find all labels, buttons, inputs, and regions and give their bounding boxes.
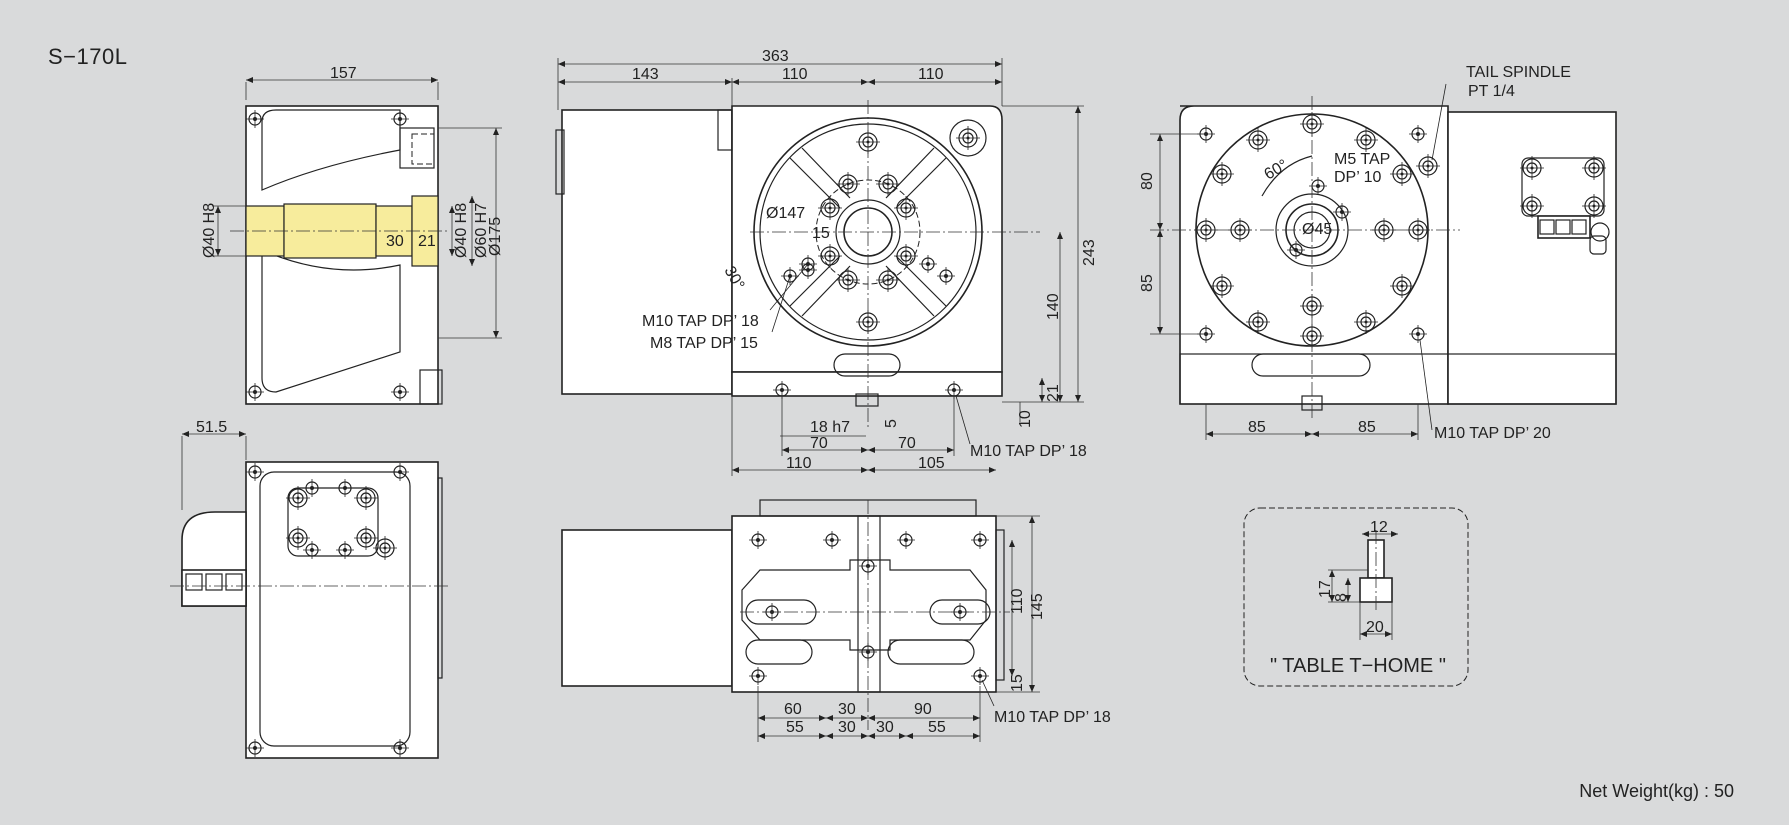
dim-dia60h7: Ø60 H7: [473, 203, 490, 258]
table-t-home: 12 17 8 20 " TABLE T−HOME ": [1243, 507, 1469, 687]
dim-140: 140: [1045, 293, 1062, 320]
dim-157: 157: [330, 65, 357, 82]
rear-view: TAIL SPINDLE PT 1/4 60° M5 TAP DP’ 10 Ø4…: [1139, 64, 1617, 442]
dim-55-right: 55: [928, 719, 946, 736]
dim-363: 363: [762, 48, 789, 65]
dim-110-top-view: 110: [1009, 588, 1026, 614]
dim-70-left: 70: [810, 435, 828, 452]
dim-30: 30: [386, 233, 404, 250]
dim-5: 5: [883, 419, 900, 428]
label-pt-1-4: PT 1/4: [1468, 83, 1515, 100]
callout-m10-tap-18: M10 TAP DP’ 18: [642, 313, 759, 330]
dim-60: 60: [784, 701, 802, 718]
model-title: S−170L: [48, 44, 128, 69]
dim-90: 90: [914, 701, 932, 718]
dim-105: 105: [918, 455, 945, 472]
dim-15: 15: [812, 225, 830, 242]
dim-18h7: 18 h7: [810, 419, 850, 436]
callout-m5-dp10: DP’ 10: [1334, 169, 1382, 186]
dim-110-top-b: 110: [918, 66, 944, 83]
dim-145: 145: [1029, 593, 1046, 620]
dim-20: 20: [1366, 619, 1384, 636]
front-view: 363 143 110 110 Ø147 15 30° M10 TAP DP’ …: [555, 48, 1098, 476]
callout-m10-tap-18-top: M10 TAP DP’ 18: [994, 709, 1111, 726]
dim-110-top-a: 110: [782, 66, 808, 83]
callout-m5-tap: M5 TAP: [1334, 151, 1390, 168]
dim-30-lower-b: 30: [876, 719, 894, 736]
dim-30-lower-a: 30: [838, 719, 856, 736]
side-view-top: 157 Ø40 H8 30 21 Ø40 H8 Ø60 H7 Ø175: [201, 65, 504, 405]
dim-85-right: 85: [1358, 419, 1376, 436]
dim-8: 8: [1333, 593, 1350, 602]
dim-51-5: 51.5: [196, 419, 227, 436]
callout-m10-tap-18-front: M10 TAP DP’ 18: [970, 443, 1087, 460]
dim-21: 21: [418, 233, 436, 250]
dim-dia175-text: Ø175: [487, 217, 504, 256]
side-view-bottom: 51.5: [170, 419, 450, 759]
dim-30-upper: 30: [838, 701, 856, 718]
dim-21-front: 21: [1045, 384, 1062, 402]
dim-10: 10: [1017, 410, 1034, 428]
dim-dia40h8-right: Ø40 H8: [453, 203, 470, 258]
label-table-t-home: " TABLE T−HOME ": [1270, 655, 1446, 677]
dim-143: 143: [632, 66, 659, 83]
dim-dia147: Ø147: [766, 205, 805, 222]
dim-110-bottom: 110: [786, 455, 812, 472]
dim-55-left: 55: [786, 719, 804, 736]
dim-243: 243: [1081, 239, 1098, 266]
dim-85-left: 85: [1248, 419, 1266, 436]
dim-70-right: 70: [898, 435, 916, 452]
top-view: 145 110 15 60 30 90 55 30 30 55 M10 TAP …: [561, 499, 1111, 742]
callout-m10-tap-20: M10 TAP DP’ 20: [1434, 425, 1551, 442]
dim-85-vertical: 85: [1139, 274, 1156, 292]
callout-m8-tap-15: M8 TAP DP’ 15: [650, 335, 758, 352]
label-tail-spindle: TAIL SPINDLE: [1466, 64, 1571, 81]
dim-dia40h8-left: Ø40 H8: [201, 203, 218, 258]
net-weight-label: Net Weight(kg) : 50: [1579, 781, 1734, 801]
dim-15-top-view: 15: [1009, 674, 1026, 692]
dim-12: 12: [1370, 519, 1388, 536]
dim-80: 80: [1139, 172, 1156, 190]
dim-17: 17: [1317, 580, 1334, 598]
dim-dia45: Ø45: [1302, 221, 1332, 238]
